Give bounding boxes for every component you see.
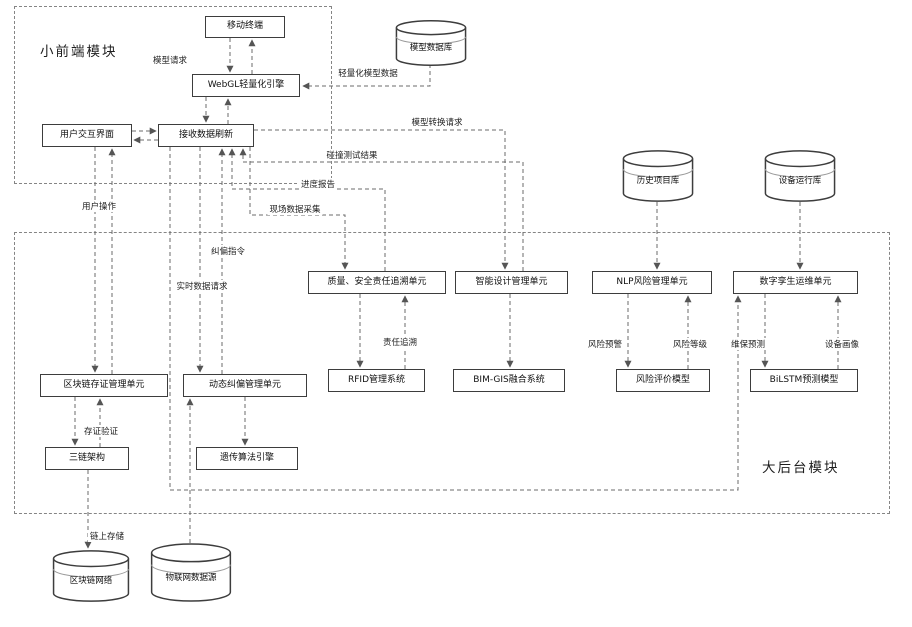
node-label: 三链架构 <box>68 452 105 463</box>
node-blockchain-unit: 区块链存证管理单元 <box>40 374 168 397</box>
edge-label-lightweight-model-data: 轻量化模型数据 <box>336 67 400 79</box>
edge-label-chain-storage: 链上存储 <box>87 530 127 542</box>
edge-label-collision-test-result: 碰撞测试结果 <box>324 149 380 161</box>
backend-module-frame <box>14 232 890 514</box>
database-label: 模型数据库 <box>409 42 453 53</box>
database-history-project: 历史项目库 <box>622 150 694 202</box>
node-label: 风险评价模型 <box>635 374 690 385</box>
database-model: 模型数据库 <box>395 20 467 66</box>
edge-progress-report <box>228 148 386 271</box>
node-nlp-risk-unit: NLP风险管理单元 <box>592 271 712 294</box>
edge-label-user-operation: 用户操作 <box>79 200 119 212</box>
node-user-interface: 用户交互界面 <box>42 124 132 147</box>
node-label: NLP风险管理单元 <box>616 276 688 287</box>
edge-label-risk-warning: 风险预警 <box>585 338 625 350</box>
edge-label-responsibility-trace: 责任追溯 <box>380 336 420 348</box>
node-label: 遗传算法引擎 <box>219 452 274 463</box>
node-bim-gis-system: BIM-GIS融合系统 <box>453 369 565 392</box>
node-intelligent-design-unit: 智能设计管理单元 <box>455 271 568 294</box>
database-label: 物联网数据源 <box>165 573 217 584</box>
node-label: BIM-GIS融合系统 <box>473 374 545 385</box>
edge-frontend-to-digital-twin <box>169 147 742 491</box>
database-label: 区块链网络 <box>69 576 113 587</box>
frontend-module-frame <box>14 6 332 184</box>
node-dynamic-correction-unit: 动态纠偏管理单元 <box>183 374 307 397</box>
edge-label-correction-command: 纠偏指令 <box>208 245 248 257</box>
edge-label-equipment-profile: 设备画像 <box>822 338 862 350</box>
edge-model-convert-request <box>254 129 509 270</box>
node-data-refresh: 接收数据刷新 <box>158 124 254 147</box>
node-label: 区块链存证管理单元 <box>63 379 145 390</box>
database-blockchain-network: 区块链网络 <box>52 550 130 602</box>
cylinder-icon <box>622 150 694 202</box>
edge-label-progress-report: 进度报告 <box>298 178 338 190</box>
database-label: 历史项目库 <box>636 176 680 187</box>
node-label: BiLSTM预测模型 <box>769 374 839 385</box>
database-label: 设备运行库 <box>778 176 822 187</box>
node-quality-safety-unit: 质量、安全责任追溯单元 <box>308 271 446 294</box>
edge-label-evidence-verification: 存证验证 <box>81 425 121 437</box>
backend-module-title: 大后台模块 <box>762 460 840 476</box>
node-webgl-engine: WebGL轻量化引擎 <box>192 74 300 97</box>
edge-label-risk-level: 风险等级 <box>670 338 710 350</box>
database-equipment-run: 设备运行库 <box>764 150 836 202</box>
node-rfid-system: RFID管理系统 <box>328 369 425 392</box>
edge-collision-test-result <box>239 148 524 271</box>
edge-label-model-convert-request: 模型转换请求 <box>409 116 465 128</box>
node-label: WebGL轻量化引擎 <box>207 79 285 90</box>
node-bilstm-model: BiLSTM预测模型 <box>750 369 858 392</box>
node-label: 智能设计管理单元 <box>475 276 548 287</box>
edge-label-field-data-collection: 现场数据采集 <box>267 203 323 215</box>
node-digital-twin-unit: 数字孪生运维单元 <box>733 271 858 294</box>
edge-modeldb-to-webgl <box>302 64 431 90</box>
edge-label-model-request: 模型请求 <box>150 54 190 66</box>
node-label: 数字孪生运维单元 <box>759 276 832 287</box>
node-label: 动态纠偏管理单元 <box>208 379 281 390</box>
node-label: 接收数据刷新 <box>178 129 233 140</box>
node-risk-eval-model: 风险评价模型 <box>616 369 710 392</box>
edge-label-maintenance-prediction: 维保预测 <box>728 338 768 350</box>
cylinder-icon <box>52 550 130 602</box>
node-three-chain-arch: 三链架构 <box>45 447 129 470</box>
edge-label-realtime-data-request: 实时数据请求 <box>174 280 230 292</box>
node-label: RFID管理系统 <box>347 374 405 385</box>
cylinder-icon <box>150 543 232 602</box>
node-label: 用户交互界面 <box>59 129 114 140</box>
cylinder-icon <box>395 20 467 66</box>
node-genetic-algorithm-engine: 遗传算法引擎 <box>196 447 298 470</box>
cylinder-icon <box>764 150 836 202</box>
edge-field-data-collection <box>249 147 349 270</box>
node-label: 质量、安全责任追溯单元 <box>327 276 427 287</box>
frontend-module-title: 小前端模块 <box>40 44 118 60</box>
database-iot-source: 物联网数据源 <box>150 543 232 602</box>
node-mobile-terminal: 移动终端 <box>205 16 285 38</box>
node-label: 移动终端 <box>226 21 263 32</box>
